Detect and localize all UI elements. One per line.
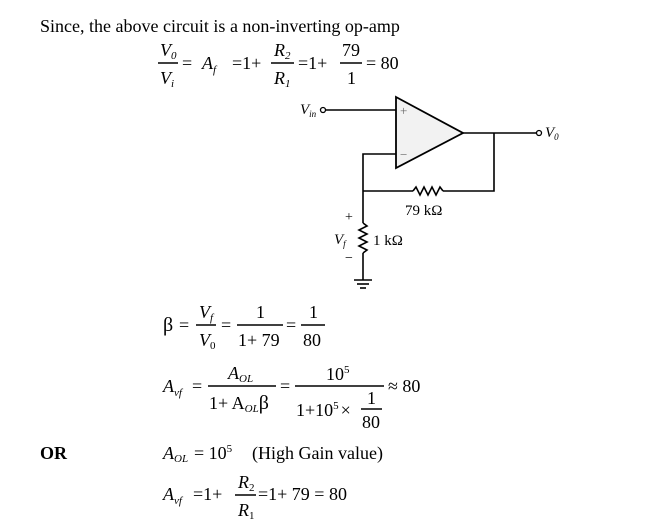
svg-text:=: = — [221, 315, 231, 335]
svg-text:1: 1 — [256, 302, 265, 322]
svg-text:= 105: = 105 — [194, 443, 233, 463]
svg-text:R2: R2 — [273, 40, 291, 62]
svg-text:Avf: Avf — [162, 376, 184, 399]
svg-text:79 kΩ: 79 kΩ — [405, 203, 442, 219]
svg-text:80: 80 — [303, 330, 321, 350]
resistor-1k — [357, 222, 369, 254]
svg-text:−: − — [400, 147, 407, 162]
svg-text:R1: R1 — [237, 500, 255, 522]
svg-text:+: + — [400, 103, 407, 118]
ground-icon — [354, 279, 372, 289]
open-loop-gain-equation: AOL = 105 (High Gain value) — [162, 443, 383, 465]
op-amp-circuit: Vin + − V0 79 kΩ 1 kΩ + Vf − — [300, 95, 559, 289]
svg-text:V0: V0 — [199, 330, 216, 352]
closed-loop-gain-equation: Avf = AOL 1+ AOLβ = 105 1+105× 1 80 ≈ 80 — [162, 363, 420, 432]
resistor-gain-equation: Avf =1+ R2 R1 =1+ 79 = 80 — [162, 472, 347, 522]
svg-text:1+ AOLβ: 1+ AOLβ — [209, 392, 269, 415]
intro-text: Since, the above circuit is a non-invert… — [40, 16, 400, 36]
svg-text:V0: V0 — [545, 125, 559, 142]
svg-text:1: 1 — [347, 68, 356, 88]
svg-text:1: 1 — [309, 302, 318, 322]
svg-text:=1+: =1+ — [193, 484, 222, 504]
svg-text:=: = — [192, 376, 202, 396]
svg-text:79: 79 — [342, 40, 360, 60]
gain-equation: V0 Vi = Af =1+ R2 R1 =1+ 79 1 = 80 — [158, 40, 399, 90]
svg-text:AOL: AOL — [162, 443, 188, 465]
svg-text:=1+: =1+ — [298, 53, 327, 73]
svg-text:Vf: Vf — [199, 302, 215, 324]
svg-text:Vf: Vf — [334, 232, 347, 249]
svg-text:= 80: = 80 — [366, 53, 399, 73]
svg-text:=: = — [182, 53, 192, 73]
svg-text:80: 80 — [362, 412, 380, 432]
svg-text:1: 1 — [367, 388, 376, 408]
svg-text:Af: Af — [201, 53, 218, 76]
svg-text:(High Gain value): (High Gain value) — [252, 443, 383, 464]
vin-terminal — [319, 106, 327, 114]
resistor-79k — [412, 185, 444, 197]
svg-text:R2: R2 — [237, 472, 255, 494]
svg-text:=: = — [280, 376, 290, 396]
svg-text:Vin: Vin — [300, 102, 317, 119]
svg-text:−: − — [345, 251, 353, 266]
svg-text:=: = — [286, 315, 296, 335]
svg-text:V0: V0 — [160, 40, 177, 62]
svg-text:+: + — [345, 210, 353, 225]
svg-text:105: 105 — [326, 364, 350, 384]
svg-text:=: = — [179, 315, 189, 335]
svg-text:1 kΩ: 1 kΩ — [373, 233, 403, 249]
svg-text:1+ 79: 1+ 79 — [238, 330, 280, 350]
or-label: OR — [40, 443, 68, 463]
svg-text:R1: R1 — [273, 68, 291, 90]
svg-text:=1+ 79 = 80: =1+ 79 = 80 — [258, 484, 347, 504]
svg-text:AOL: AOL — [227, 363, 253, 385]
svg-text:≈ 80: ≈ 80 — [388, 376, 420, 396]
svg-text:β: β — [163, 314, 173, 336]
op-amp-symbol — [395, 95, 465, 170]
svg-text:Avf: Avf — [162, 484, 184, 507]
svg-text:Vi: Vi — [160, 68, 174, 90]
svg-text:1+105×: 1+105× — [296, 400, 351, 420]
vout-terminal — [535, 129, 543, 137]
beta-equation: β = Vf V0 = 1 1+ 79 = 1 80 — [163, 302, 325, 352]
svg-text:=1+: =1+ — [232, 53, 261, 73]
